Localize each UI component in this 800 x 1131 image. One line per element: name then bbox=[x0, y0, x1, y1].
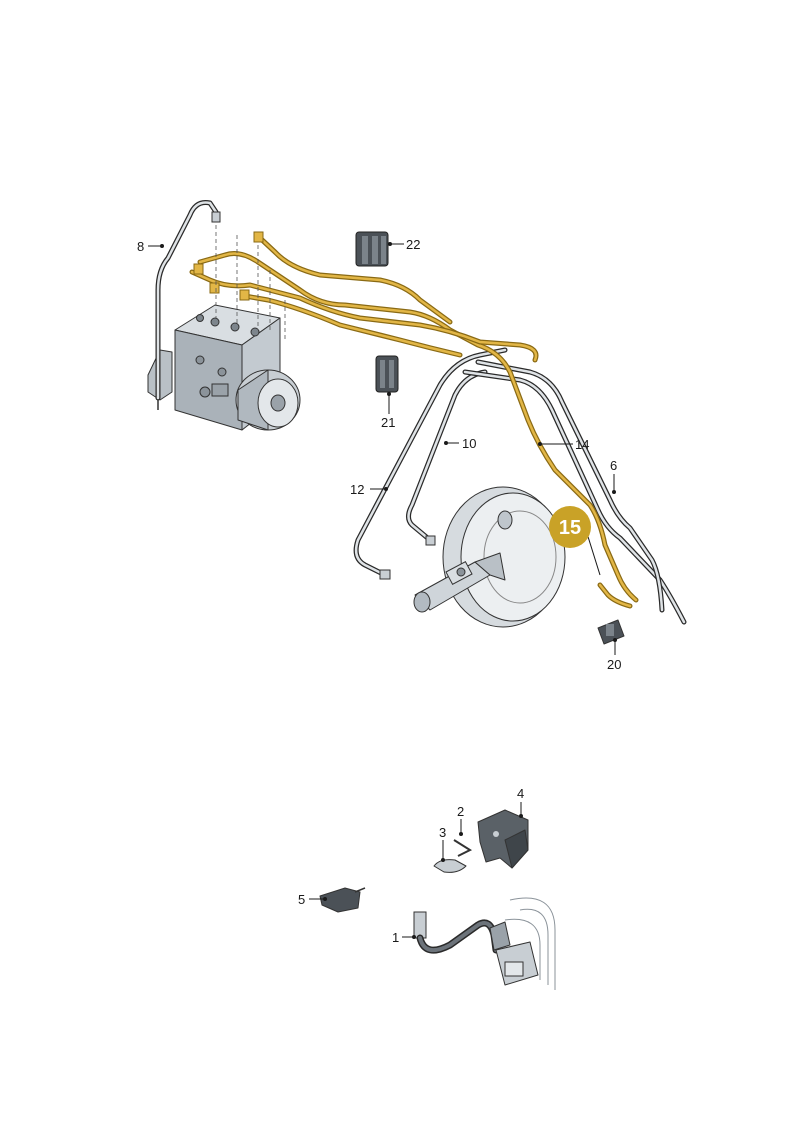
callout-5[interactable]: 5 bbox=[298, 892, 305, 907]
bracket-5[interactable] bbox=[319, 887, 366, 913]
brake-hose-1[interactable] bbox=[413, 911, 500, 954]
bracket-4[interactable] bbox=[477, 809, 529, 869]
brake-pipe-6[interactable] bbox=[462, 359, 687, 625]
callout-2[interactable]: 2 bbox=[457, 804, 464, 819]
brake-pipe-12[interactable] bbox=[353, 347, 508, 580]
callout-14[interactable]: 14 bbox=[575, 437, 589, 452]
callout-3[interactable]: 3 bbox=[439, 825, 446, 840]
pipe-clip-21[interactable] bbox=[375, 355, 399, 393]
callout-4[interactable]: 4 bbox=[517, 786, 524, 801]
retaining-clip-3[interactable] bbox=[433, 859, 467, 873]
assembly-guide-lines bbox=[215, 225, 286, 340]
brake-pipe-15-highlighted[interactable] bbox=[189, 231, 639, 609]
pipe-clip-20[interactable] bbox=[597, 619, 625, 645]
spring-clip-2[interactable] bbox=[453, 839, 473, 857]
master-cylinder[interactable] bbox=[413, 552, 506, 613]
wheel-hub-caliper bbox=[489, 897, 556, 990]
callout-12[interactable]: 12 bbox=[350, 482, 364, 497]
callout-1[interactable]: 1 bbox=[392, 930, 399, 945]
brake-pipe-8[interactable] bbox=[155, 200, 221, 401]
brake-pipe-10[interactable] bbox=[406, 369, 488, 546]
pipe-clip-22[interactable] bbox=[355, 231, 389, 267]
brake-booster[interactable] bbox=[442, 486, 566, 628]
callout-20[interactable]: 20 bbox=[607, 657, 621, 672]
abs-hydraulic-unit[interactable] bbox=[147, 304, 301, 431]
callout-22[interactable]: 22 bbox=[406, 237, 420, 252]
callout-labels: 8 22 21 10 14 6 12 20 4 2 3 5 1 bbox=[137, 237, 621, 945]
callout-8[interactable]: 8 bbox=[137, 239, 144, 254]
highlight-badge-15[interactable]: 15 bbox=[549, 506, 591, 548]
highlight-badge-label: 15 bbox=[559, 517, 581, 539]
callout-21[interactable]: 21 bbox=[381, 415, 395, 430]
callout-10[interactable]: 10 bbox=[462, 436, 476, 451]
callout-6[interactable]: 6 bbox=[610, 458, 617, 473]
